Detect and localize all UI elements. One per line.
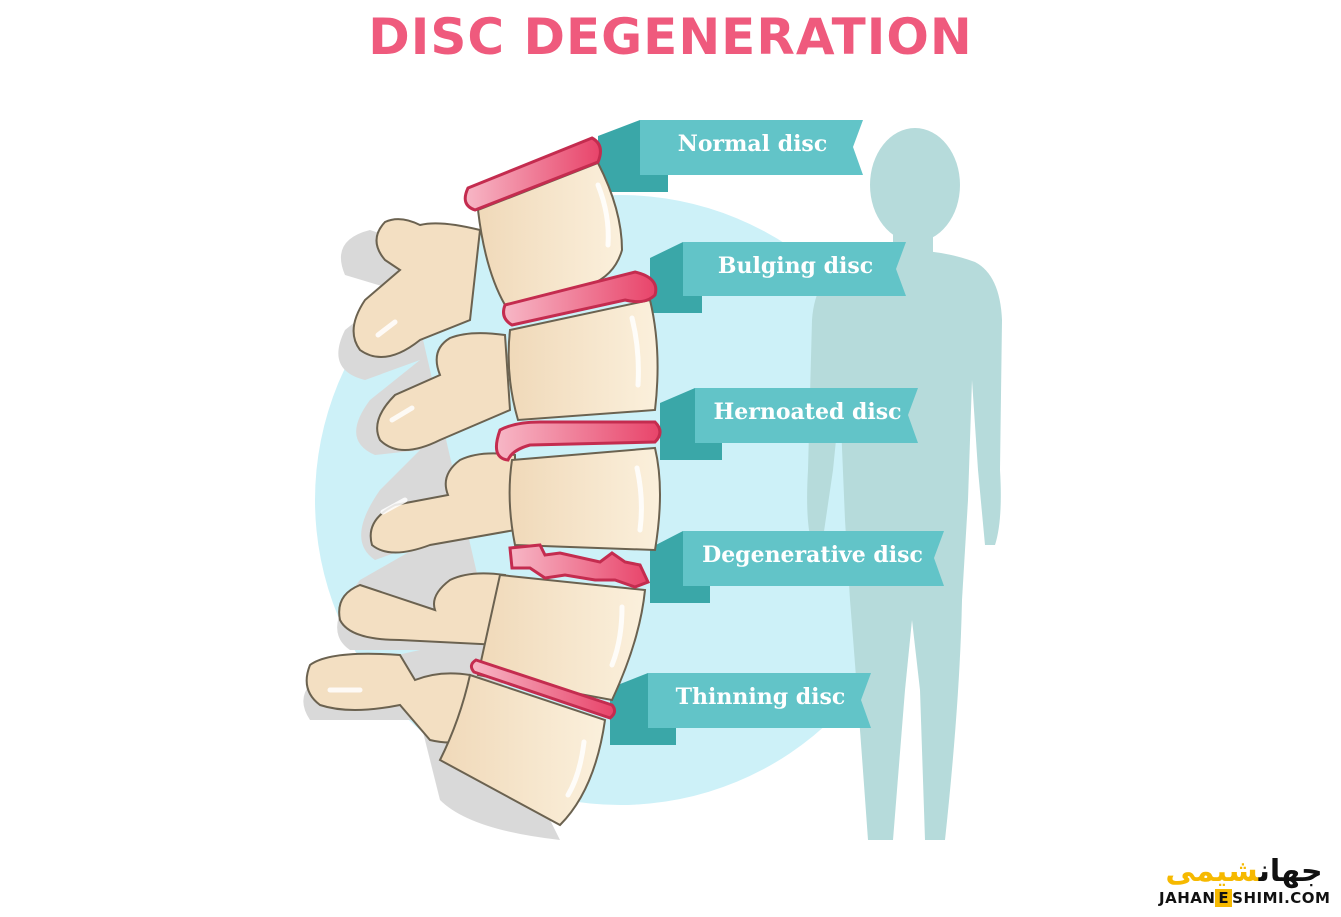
watermark-latin-letter: E (1215, 889, 1233, 907)
bulging-disc-shape (502, 270, 658, 327)
vertebra-processes (305, 218, 516, 744)
page-title: DISC DEGENERATION (368, 8, 973, 66)
label-degenerative-disc: Degenerative disc (702, 542, 923, 568)
label-herniated-disc: Hernoated disc (713, 399, 902, 425)
degenerative-disc-shape (508, 543, 651, 589)
herniated-disc-shape (494, 420, 662, 462)
normal-disc-shape (463, 136, 602, 212)
label-thinning-disc: Thinning disc (675, 684, 846, 710)
ribbon-bodies (640, 120, 944, 728)
watermark-persian-1: جهان (1258, 854, 1323, 889)
bone-highlights (327, 182, 644, 798)
thinning-disc-shape (469, 658, 617, 720)
watermark-latin-suffix: SHIMI.COM (1232, 889, 1331, 907)
intervertebral-discs (463, 136, 662, 720)
ribbon-folds (598, 120, 722, 745)
vertebral-bodies (438, 161, 661, 827)
watermark-persian-2: شیمی (1165, 854, 1259, 889)
label-bulging-disc: Bulging disc (717, 253, 874, 279)
label-normal-disc: Normal disc (677, 131, 828, 157)
watermark-latin-prefix: JAHAN (1159, 889, 1216, 907)
